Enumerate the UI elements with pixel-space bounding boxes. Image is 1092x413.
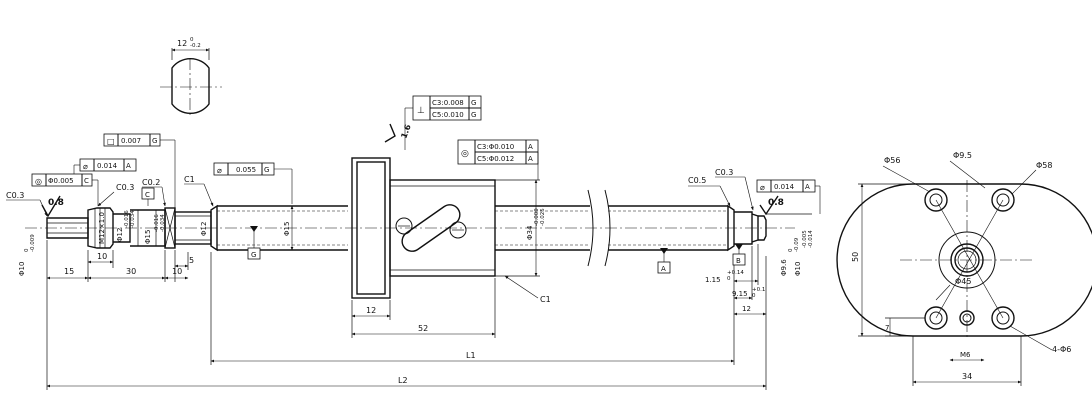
svg-text:C3:0.008: C3:0.008 [432,99,464,107]
dim-5: 5 [189,256,194,265]
svg-text:C5:0.010: C5:0.010 [432,111,464,119]
dimensions: 15 10 30 10 5 12 52 L1 L2 1.15 +0.1 [18,151,1071,390]
svg-text:-0.016-0.034: -0.016-0.034 [124,210,136,228]
chamfer-c1-nut: C1 [540,295,551,304]
svg-text:G: G [264,166,269,174]
dim-d15j: Φ15 [144,230,152,244]
svg-text:A: A [805,183,810,191]
section-view: 12 0 -0.2 [160,37,222,118]
chamfer-c03-right: C0.3 [715,168,733,177]
datum-c: C [145,191,150,199]
dim-10: 10 [97,252,107,261]
roughness-right: 0.8 [768,198,784,208]
section-width: 12 [177,39,187,48]
svg-text:G: G [152,137,157,145]
dim-30: 30 [126,267,136,276]
datum-a: A [661,265,666,273]
dim-d15: Φ15 [283,222,291,236]
svg-text:-0.016-0.034: -0.016-0.034 [154,214,166,232]
svg-text:G: G [471,99,476,107]
svg-text:⌀: ⌀ [760,183,765,192]
svg-text:□: □ [107,137,115,146]
fcf-perp-left: □ 0.007 G [103,133,176,208]
fcf-runout-right: ⌀ 0.014 A [756,179,821,214]
dim-12-right: 12 [742,305,751,313]
svg-text:0.007: 0.007 [121,137,141,145]
svg-text:Φ0.005: Φ0.005 [48,177,74,185]
dim-d12: Φ12 [116,228,124,242]
flange-end-view [836,180,1092,340]
svg-text:C3:Φ0.010: C3:Φ0.010 [477,143,514,151]
svg-text:◎: ◎ [35,177,42,186]
svg-text:+0.140: +0.140 [727,270,744,282]
chamfer-c1-left: C1 [184,175,195,184]
svg-text:-0.005-0.014: -0.005-0.014 [802,230,814,248]
dim-15: 15 [64,267,74,276]
fcf-conc-left: ◎ Φ0.005 C [31,173,99,206]
dim-d45: Φ45 [955,277,971,286]
dim-10b: 10 [172,267,182,276]
dim-m6: M6 [960,351,971,359]
dim-52: 52 [418,324,428,333]
fcf-runout-shaft: ⌀ 0.055 G [213,162,293,204]
dim-d34: Φ34 [526,225,534,240]
svg-text:0.014: 0.014 [97,162,118,170]
ball-nut [351,157,496,299]
chamfer-c02: C0.2 [142,178,160,187]
ball-screw-side-view [25,189,795,267]
dim-7: 7 [885,324,889,332]
svg-text:0.014: 0.014 [774,183,795,191]
svg-text:G: G [471,111,476,119]
svg-text:-0.2: -0.2 [190,43,201,49]
svg-text:+0.10: +0.10 [752,287,765,299]
dim-L2: L2 [398,376,408,385]
dim-d12b: Φ12 [200,222,208,236]
dim-12-nut: 12 [366,306,376,315]
dim-9-15: 9.15 [732,290,748,298]
dim-L1: L1 [466,351,476,360]
dim-m12: M12×1.0 [98,212,106,244]
roughness-nut: 1.6 [399,123,412,140]
roughness-left: 0.8 [48,198,64,208]
dim-d95: Φ9.5 [953,151,972,160]
svg-text:A: A [528,155,533,163]
svg-text:⊥: ⊥ [417,106,425,116]
chamfer-c05: C0.5 [688,176,706,185]
svg-text:0: 0 [190,37,194,43]
svg-text:C: C [84,177,89,185]
svg-text:0.055: 0.055 [236,166,256,174]
fcf-runout-1: ⌀ 0.014 A [73,158,137,182]
svg-text:A: A [126,162,131,170]
chamfer-c03-left: C0.3 [6,191,24,200]
dim-d58: Φ58 [1036,161,1052,170]
dim-50: 50 [851,252,860,262]
svg-text:⌀: ⌀ [217,166,222,175]
dim-1-15: 1.15 [705,276,721,284]
dim-holes: 4-Φ6 [1052,345,1071,354]
svg-text:A: A [528,143,533,151]
chamfer-c03-mid: C0.3 [116,183,134,192]
dim-d10: Φ10 [18,262,26,276]
dim-d96: Φ9.6 [780,259,788,276]
datum-markers: C G A B [141,187,746,274]
svg-text:⌀: ⌀ [83,162,88,171]
dim-34: 34 [962,372,972,381]
dim-d10r: Φ10 [794,262,802,276]
svg-text:0-0.009: 0-0.009 [24,234,36,252]
dim-d56: Φ56 [884,156,900,165]
fcf-conc-nut: ◎ C3:Φ0.010 C5:Φ0.012 A A [457,139,539,180]
svg-text:◎: ◎ [461,149,469,159]
datum-g: G [251,251,256,259]
fcf-perp-nut: ⊥ C3:0.008 C5:0.010 G G [404,95,482,150]
svg-text:0-0.09: 0-0.09 [788,237,800,252]
datum-b: B [736,257,741,265]
svg-text:C5:Φ0.012: C5:Φ0.012 [477,155,514,163]
